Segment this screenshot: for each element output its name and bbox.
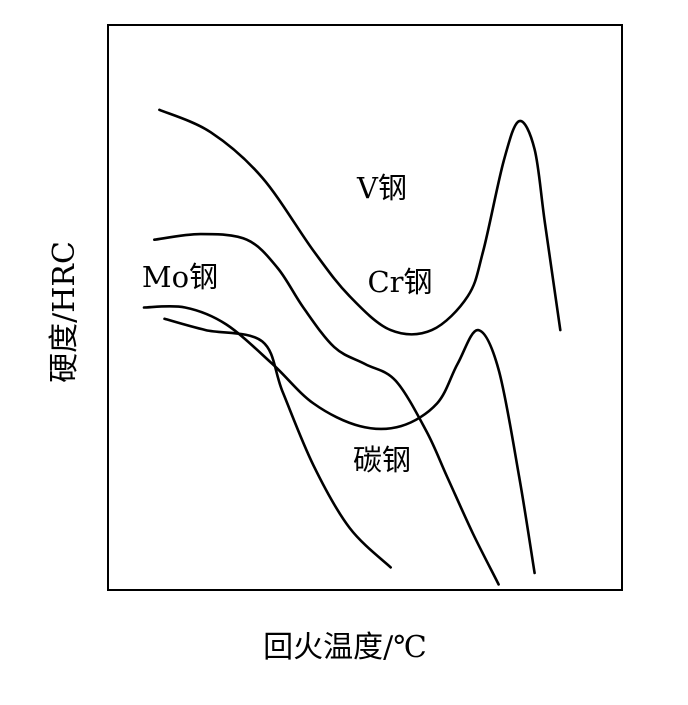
series-label-1: Cr钢	[367, 265, 432, 299]
series-label-0: V钢	[356, 171, 407, 205]
series-line-0	[158, 108, 562, 336]
series-line-3	[163, 317, 392, 569]
y-axis-label: 硬度/HRC	[47, 241, 82, 383]
series-layer	[142, 108, 562, 586]
x-axis-label: 回火温度/℃	[263, 630, 427, 665]
series-label-3: 碳钢	[353, 443, 411, 477]
series-label-2: Mo钢	[142, 260, 218, 294]
series-line-2	[142, 304, 536, 575]
plot-frame	[107, 24, 623, 591]
series-line-1	[153, 232, 500, 586]
